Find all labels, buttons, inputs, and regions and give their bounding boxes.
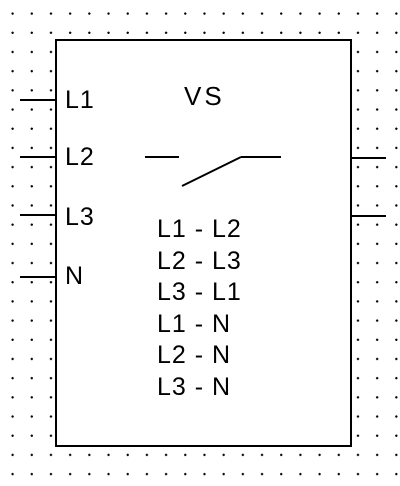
combination-item: L3 - N [157,372,232,401]
input-wire-l3 [20,214,55,216]
combination-item: L1 - L2 [157,215,242,243]
combination-item: L1 - N [157,309,232,338]
combination-item: L2 - N [157,341,232,370]
pin-label-l2: L2 [65,143,95,171]
switch-contact-icon [145,156,281,187]
output-wire-1 [352,157,386,159]
input-wire-l2 [20,156,55,158]
pin-label-l3: L3 [65,203,95,231]
combination-item: L3 - L1 [157,278,242,307]
phase-combination-list: L1 - L2 L2 - L3 L3 - L1 L1 - N L2 - N L3… [157,214,242,404]
input-wire-l1 [20,99,55,101]
pin-label-n: N [65,262,85,290]
input-wire-n [20,276,55,278]
pin-label-l1: L1 [65,86,95,114]
combination-item: L2 - L3 [157,246,242,275]
block-title: VS [184,81,225,111]
output-wire-2 [352,215,386,217]
function-block[interactable] [55,39,352,447]
